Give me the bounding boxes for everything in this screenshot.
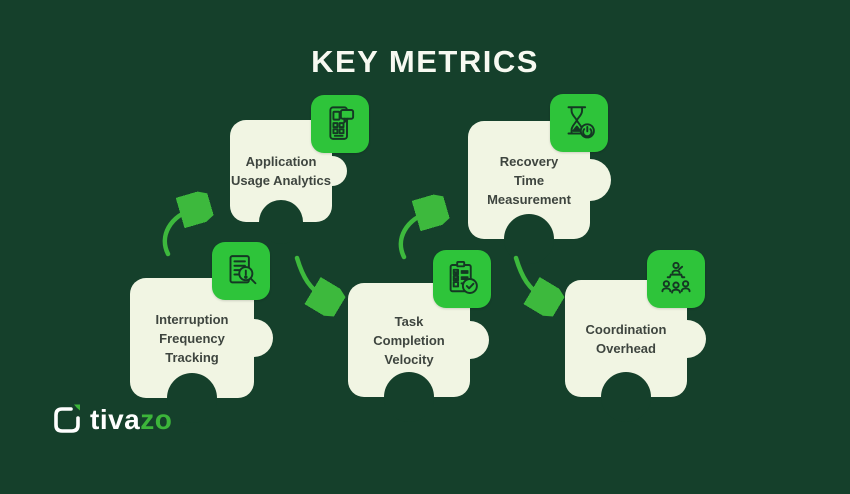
puzzle-notch <box>167 373 217 423</box>
puzzle-piece-task-completion-velocity: Task Completion Velocity <box>348 250 491 422</box>
label-line: Velocity <box>384 351 434 367</box>
label-line: Tracking <box>165 349 219 365</box>
puzzle-piece-interruption-frequency-tracking: Interruption Frequency Tracking <box>130 242 273 423</box>
label-line: Frequency <box>159 330 225 346</box>
label-line: Recovery <box>499 153 559 169</box>
document-alert-search-icon <box>229 255 257 285</box>
puzzle-tab <box>668 319 706 358</box>
flow-arrow-down-1 <box>294 255 338 309</box>
flow-arrow-up-1 <box>162 200 210 257</box>
puzzle-piece-recovery-time-measurement: Recovery Time Measurement <box>468 94 611 264</box>
brand-name-right: zo <box>140 404 173 435</box>
label-line: Task <box>394 313 424 329</box>
label-line: Usage Analytics <box>231 173 331 188</box>
mobile-app-analytics-icon <box>329 106 355 140</box>
label-line: Completion <box>373 332 445 348</box>
label-line: Coordination <box>585 321 667 337</box>
checklist-check-icon <box>433 250 491 308</box>
team-gear-icon <box>647 250 705 308</box>
flow-arrow-up-2 <box>398 203 446 260</box>
document-alert-search-icon <box>212 242 270 300</box>
piece-label: Application Usage Analytics <box>230 120 332 222</box>
label-line: Overhead <box>596 340 656 356</box>
piece-label: Task Completion Velocity <box>348 283 470 397</box>
puzzle-tab <box>235 319 273 357</box>
hourglass-power-icon <box>550 94 608 152</box>
piece-label: Coordination Overhead <box>565 280 687 397</box>
piece-label: Interruption Frequency Tracking <box>130 278 254 398</box>
checklist-check-icon <box>449 260 478 294</box>
puzzle-notch <box>384 372 434 422</box>
label-line: Interruption <box>155 311 229 327</box>
puzzle-piece-coordination-overhead: Coordination Overhead <box>565 250 706 422</box>
puzzle-tab <box>451 321 489 359</box>
puzzle-notch <box>601 372 651 422</box>
label-line: Time <box>513 172 545 188</box>
mobile-app-analytics-icon <box>311 95 369 153</box>
label-line: Measurement <box>487 191 571 207</box>
tivazo-logo-icon <box>54 404 80 433</box>
brand-wordmark: tivazo <box>90 404 172 436</box>
piece-label: Recovery Time Measurement <box>468 121 590 239</box>
puzzle-notch <box>259 200 303 244</box>
puzzle-tab <box>569 159 611 201</box>
puzzle-piece-application-usage-analytics: Application Usage Analytics <box>230 95 369 244</box>
flow-arrow-down-2 <box>513 255 557 309</box>
puzzle-notch <box>504 214 554 264</box>
label-line: Application <box>245 154 317 169</box>
brand-name-left: tiva <box>90 404 141 435</box>
hourglass-power-icon <box>567 106 595 139</box>
brand-logo: tivazo <box>50 403 172 437</box>
page-title: KEY METRICS <box>311 44 539 79</box>
team-gear-icon <box>661 261 691 294</box>
puzzle-tab <box>317 156 347 186</box>
